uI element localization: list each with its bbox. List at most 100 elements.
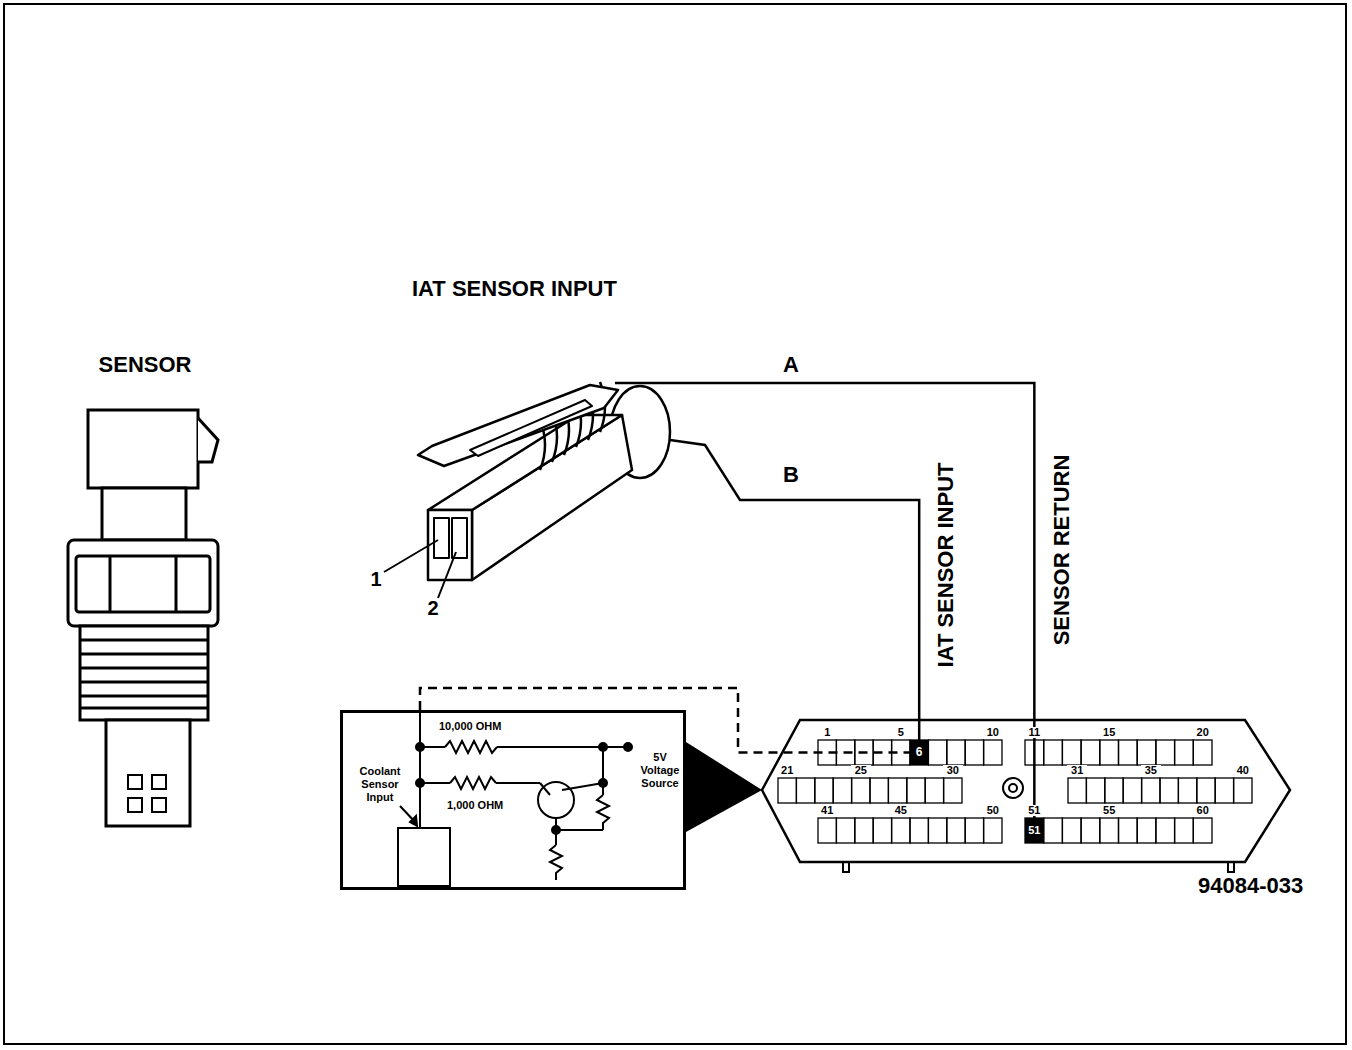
- pin-cell: [984, 818, 1002, 843]
- ecm-circuit-inset: 10,000 OHM 1,000 OHM Coolant Sensor Input 5…: [340, 710, 686, 890]
- pin-cell: [1142, 778, 1160, 803]
- ecm-connector-details: [843, 778, 1234, 872]
- pin-number: 41: [817, 805, 837, 816]
- pin-cell: [1197, 778, 1215, 803]
- figure-number: 94084-033: [1198, 874, 1303, 898]
- pin-cell: [928, 818, 946, 843]
- pin-cell: [1137, 818, 1156, 843]
- pin-cell: [1044, 818, 1063, 843]
- pin-number: 40: [1233, 765, 1253, 776]
- pin-cell: [1137, 740, 1156, 765]
- pin-number: 31: [1067, 765, 1087, 776]
- pin-cell: [947, 740, 965, 765]
- frame-border: [4, 4, 1346, 1044]
- pin-cell: [944, 778, 962, 803]
- ecm-circuit: [398, 713, 632, 886]
- resistor-value: 10,000 OHM: [439, 720, 531, 733]
- pin-cell: [1178, 778, 1196, 803]
- pin-cell: [833, 778, 851, 803]
- harness-connector: 12: [418, 383, 670, 590]
- pin-cell: [1119, 818, 1138, 843]
- pin-cell: [965, 740, 983, 765]
- figure-title: IAT SENSOR INPUT: [412, 276, 617, 302]
- signal-name: SENSOR RETURN: [1050, 455, 1074, 646]
- pin-number: 5: [891, 727, 911, 738]
- pin-cell: [928, 740, 946, 765]
- pin-number: 50: [983, 805, 1003, 816]
- pin-number: 60: [1193, 805, 1213, 816]
- pin-cell: [1119, 740, 1138, 765]
- wire: [670, 440, 919, 740]
- pin-number: 11: [1024, 727, 1044, 738]
- connector-outline: [762, 720, 1290, 862]
- pin-cell: [778, 778, 796, 803]
- wire-label: A: [783, 352, 799, 378]
- pin-cell: [1215, 778, 1233, 803]
- pin-cell: [984, 740, 1002, 765]
- callout-number: 2: [425, 597, 441, 619]
- pin-cell: [796, 778, 814, 803]
- pin-cells: [778, 740, 1252, 843]
- part-name: SENSOR: [60, 352, 230, 378]
- sensor-drawing: [68, 410, 218, 826]
- pin-number: 30: [943, 765, 963, 776]
- pin-cell: [1086, 778, 1104, 803]
- callout-number: 1: [368, 568, 384, 590]
- pin-cell-highlight: 6: [910, 740, 928, 765]
- plug-drawing: [418, 382, 670, 580]
- resistor-value: 1,000 OHM: [447, 799, 531, 812]
- pin-number: 55: [1099, 805, 1119, 816]
- pin-number: 25: [851, 765, 871, 776]
- pin-cell: [1234, 778, 1252, 803]
- pin-cell: [1044, 740, 1063, 765]
- pin-cell: [870, 778, 888, 803]
- pin-number: 35: [1141, 765, 1161, 776]
- pin-cell: [1193, 818, 1212, 843]
- pin-cell: [855, 818, 873, 843]
- pin-cell: [1081, 818, 1100, 843]
- pin-cell: [892, 818, 910, 843]
- pin-cell: [1175, 740, 1194, 765]
- pin-number: 1: [817, 727, 837, 738]
- pin-cell: [1156, 740, 1175, 765]
- pin-cell: [925, 778, 943, 803]
- pin-cell: [815, 778, 833, 803]
- pin-cell: [873, 818, 891, 843]
- signal-name: IAT SENSOR INPUT: [934, 463, 958, 668]
- pin-cell: [1123, 778, 1141, 803]
- pin-cell: [836, 818, 854, 843]
- signal-name: 5V Voltage Source: [635, 751, 685, 790]
- pin-cell: [1062, 740, 1081, 765]
- pin-number: 51: [1025, 818, 1044, 843]
- pin-cell: [1025, 818, 1044, 843]
- pin-cell: [1193, 740, 1212, 765]
- pin-cell: [910, 818, 928, 843]
- pin-cell: [818, 818, 836, 843]
- pin-cell: [852, 778, 870, 803]
- pin-cell: [947, 818, 965, 843]
- pin-cell: [1105, 778, 1123, 803]
- pin-cell: [907, 778, 925, 803]
- pin-cell: [965, 818, 983, 843]
- pin-cell: [1175, 818, 1194, 843]
- pin-cell: [1081, 740, 1100, 765]
- sensor-part: SENSOR: [60, 352, 230, 830]
- pin-cell: [1156, 818, 1175, 843]
- pin-cell: [1100, 740, 1119, 765]
- callout-leaders: [384, 540, 456, 598]
- pin-number: 51: [1024, 805, 1044, 816]
- pin-number: 6: [910, 740, 928, 765]
- pin-cell: [1100, 818, 1119, 843]
- signal-name: Coolant Sensor Input: [349, 765, 411, 804]
- pin-cell-highlight: 51: [1025, 818, 1044, 843]
- pin-number: 10: [983, 727, 1003, 738]
- pin-cell: [888, 778, 906, 803]
- pin-number: 15: [1099, 727, 1119, 738]
- pin-cell: [1068, 778, 1086, 803]
- pin-cell: [910, 740, 928, 765]
- callout-wedge: [686, 742, 762, 832]
